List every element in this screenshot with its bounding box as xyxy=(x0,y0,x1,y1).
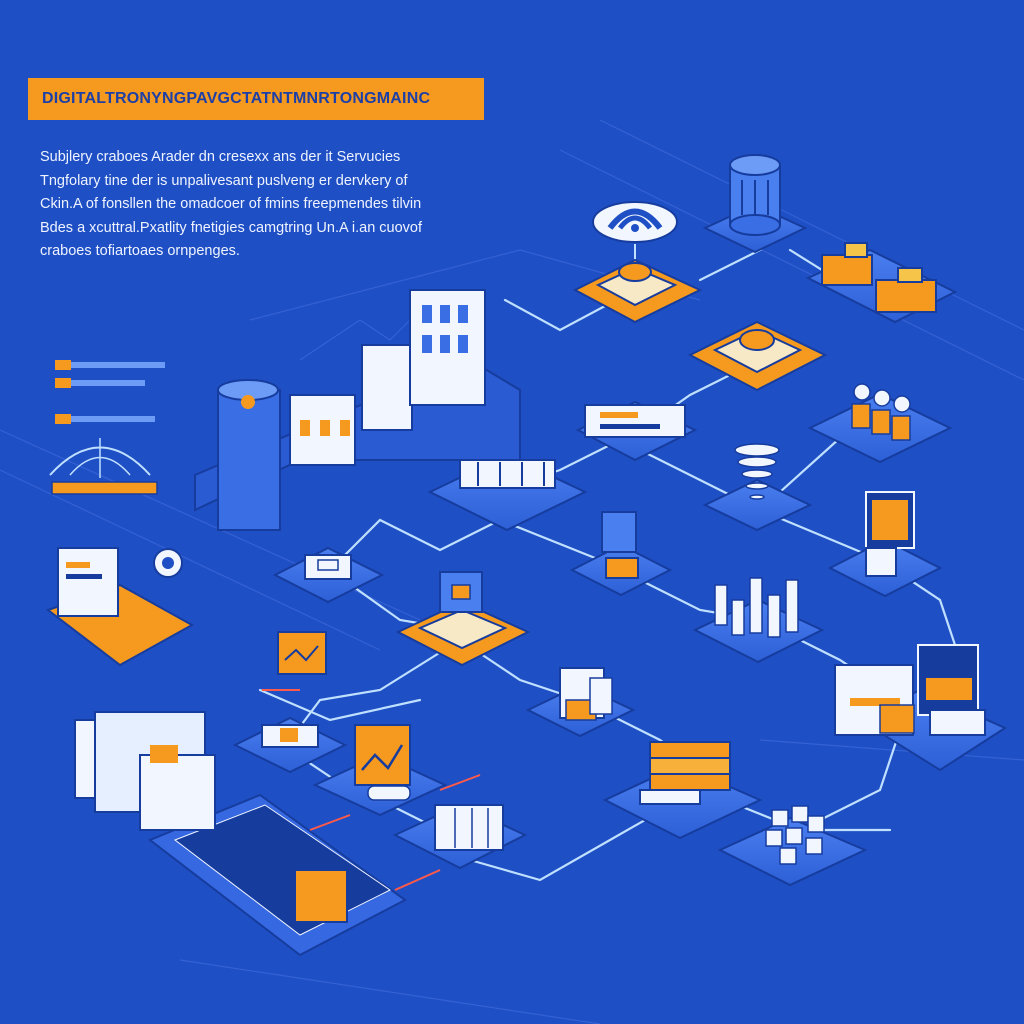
document-stack-icon xyxy=(559,667,613,721)
trend-chart-icon xyxy=(277,631,411,801)
dashboard-panel-icon xyxy=(584,404,686,438)
wifi-signal-icon xyxy=(592,201,678,262)
users-group-icon xyxy=(851,383,911,441)
document-stack-icon xyxy=(74,711,216,831)
server-stack-icon xyxy=(434,804,504,851)
bar-stack-icon xyxy=(639,741,731,805)
processor-chip-icon xyxy=(395,571,531,667)
title-banner: DIGITALTRONYNGPAVGCTATNTMNRTONGMAINC xyxy=(28,78,484,120)
intro-text: Subjlery craboes Arader dn cresexx ans d… xyxy=(40,146,460,264)
intro-line: Subjlery craboes Arader dn cresexx ans d… xyxy=(40,149,401,165)
storage-rack-icon xyxy=(834,644,986,736)
keyboard-panel-icon xyxy=(173,804,391,936)
legend-ribbons xyxy=(55,360,165,424)
intro-line: craboes tofiartoaes ornpenges. xyxy=(40,243,240,259)
monitor-icon xyxy=(45,547,195,667)
keyboard-icon xyxy=(261,724,319,748)
intro-line: Bdes a xcuttral.Pxatlity fnetigies camgt… xyxy=(40,219,423,236)
cube-box-icon xyxy=(601,511,639,579)
arrow-markers xyxy=(262,689,481,891)
funnel-icon xyxy=(734,443,780,500)
processor-chip-icon xyxy=(687,320,828,392)
network-switch-icon xyxy=(459,459,556,489)
intro-line: Tngfolary tine der is unpalivesant puslv… xyxy=(40,172,408,189)
globe-icon xyxy=(49,438,158,495)
processor-chip-icon xyxy=(572,258,703,324)
city-buildings-icon xyxy=(217,289,486,531)
platform-funnel xyxy=(702,478,813,532)
cube-box-icon xyxy=(304,554,352,580)
router-icon xyxy=(821,242,937,313)
database-server-icon xyxy=(729,154,781,236)
bar-chart-icon xyxy=(714,577,799,638)
intro-line: Ckin.A of fonsllen the omadcoer of fmins… xyxy=(40,196,422,212)
cubes-cluster-icon xyxy=(765,805,825,865)
monitor-icon xyxy=(865,491,915,577)
